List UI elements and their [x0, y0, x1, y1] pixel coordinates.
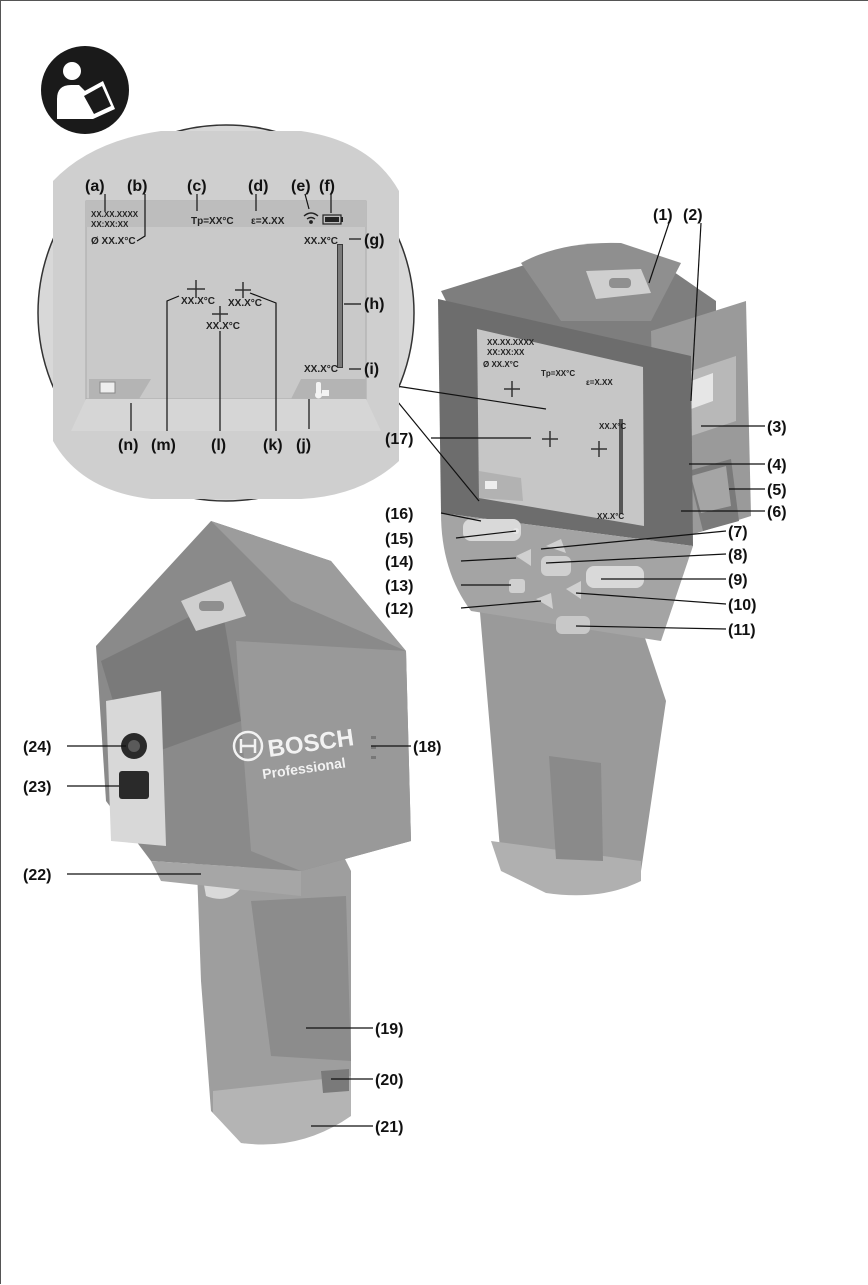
callout-j: (j) — [296, 437, 311, 454]
callout-16: (16) — [385, 506, 413, 523]
callout-23: (23) — [23, 779, 51, 796]
display-spot-k: XX.X°C — [228, 298, 262, 309]
front-camera-23 — [119, 771, 149, 799]
rear-button-8 — [541, 556, 571, 576]
callout-20: (20) — [375, 1072, 403, 1089]
callout-19: (19) — [375, 1021, 403, 1038]
callout-9: (9) — [728, 572, 748, 589]
display-reflected-temp: Tp=XX°C — [191, 216, 234, 227]
rear-button-11 — [556, 616, 590, 634]
small-screen-time: XX:XX:XX — [487, 348, 525, 357]
read-manual-icon — [41, 46, 129, 134]
display-spot-l: XX.X°C — [206, 321, 240, 332]
leader-lines — [67, 222, 765, 1127]
small-screen-eps: ε=X.XX — [586, 378, 613, 387]
front-lens-panel — [106, 691, 166, 846]
zoomed-display: XX.XX.XXXX XX:XX:XX Tp=XX°C ε=X.XX Ø XX.… — [37, 124, 547, 502]
wifi-icon — [303, 212, 319, 224]
callout-18: (18) — [413, 739, 441, 756]
callout-b: (b) — [127, 178, 147, 195]
callout-i: (i) — [364, 361, 379, 378]
small-screen-min: XX.X°C — [597, 512, 624, 521]
rear-device-screen — [477, 329, 644, 526]
callout-d: (d) — [248, 178, 268, 195]
small-screen-avg: Ø XX.X°C — [483, 360, 519, 369]
rear-button-13 — [509, 579, 525, 593]
callout-8: (8) — [728, 547, 748, 564]
callout-f: (f) — [319, 178, 335, 195]
callout-7: (7) — [728, 524, 748, 541]
crosshair-icon — [187, 280, 251, 322]
callout-14: (14) — [385, 554, 413, 571]
callout-13: (13) — [385, 578, 413, 595]
thermometer-lock-icon — [315, 382, 329, 399]
callout-22: (22) — [23, 867, 51, 884]
callout-24: (24) — [23, 739, 51, 756]
display-spot-m: XX.X°C — [181, 296, 215, 307]
callout-a: (a) — [85, 178, 105, 195]
display-date: XX.XX.XXXX — [91, 210, 139, 219]
callout-11: (11) — [728, 622, 756, 639]
callout-2: (2) — [683, 207, 703, 224]
callout-m: (m) — [151, 437, 176, 454]
display-time: XX:XX:XX — [91, 220, 129, 229]
callout-h: (h) — [364, 296, 384, 313]
callout-n: (n) — [118, 437, 138, 454]
small-screen-crosshair-icons — [504, 381, 607, 457]
callout-4: (4) — [767, 457, 787, 474]
callout-15: (15) — [385, 531, 413, 548]
display-emissivity: ε=X.XX — [251, 216, 285, 227]
rear-button-14 — [516, 549, 531, 566]
callout-1: (1) — [653, 207, 673, 224]
callout-l: (l) — [211, 437, 226, 454]
callout-6: (6) — [767, 504, 787, 521]
callout-e: (e) — [291, 178, 311, 195]
rear-button-12 — [536, 593, 553, 609]
rear-device: XX.XX.XXXX XX:XX:XX Ø XX.X°C Tp=XX°C ε=X… — [438, 242, 751, 896]
small-screen-max: XX.X°C — [599, 422, 626, 431]
rear-button-16 — [463, 519, 521, 541]
display-min-temp: XX.X°C — [304, 364, 338, 375]
gallery-icon — [99, 381, 116, 394]
callout-5: (5) — [767, 482, 787, 499]
callout-c: (c) — [187, 178, 207, 195]
callout-10: (10) — [728, 597, 756, 614]
display-max-temp: XX.X°C — [304, 236, 338, 247]
callout-17: (17) — [385, 431, 413, 448]
callout-k: (k) — [263, 437, 283, 454]
callout-3: (3) — [767, 419, 787, 436]
rear-button-7 — [546, 539, 566, 553]
callout-21: (21) — [375, 1119, 403, 1136]
small-screen-date: XX.XX.XXXX — [487, 338, 535, 347]
callout-g: (g) — [364, 232, 384, 249]
callout-12: (12) — [385, 601, 413, 618]
battery-icon — [322, 214, 343, 225]
front-device: BOSCH Professional — [96, 521, 411, 1145]
rear-button-9 — [586, 566, 644, 588]
display-avg-temp: Ø XX.X°C — [91, 236, 136, 247]
small-screen-tp: Tp=XX°C — [541, 369, 575, 378]
rear-button-10 — [566, 581, 581, 599]
